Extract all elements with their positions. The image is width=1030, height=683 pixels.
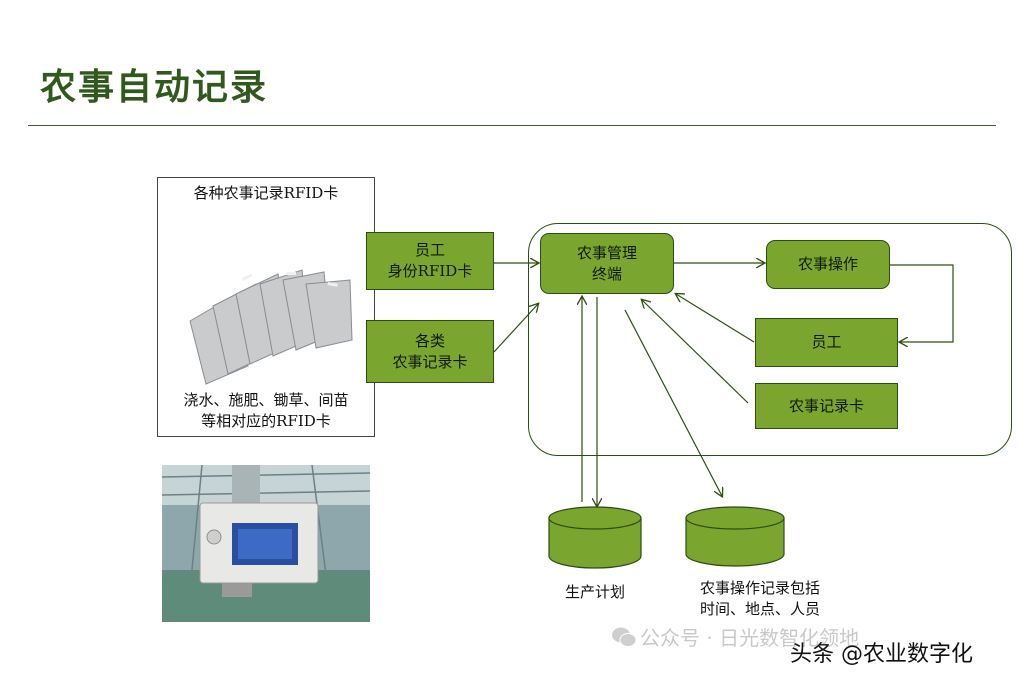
production-plan-label: 生产计划 [564, 583, 625, 601]
production-plan-database-icon [548, 506, 642, 569]
watermark-channel: 公众号 · 日光数智化领地 [640, 626, 860, 650]
employee-rfid-card-box: 员工 身份RFID卡 [366, 232, 494, 290]
arrow-operation-to-employee [890, 264, 954, 342]
farm-operation-box: 农事操作 [766, 240, 890, 289]
rfid-panel-header: 各种农事记录RFID卡 [193, 184, 339, 202]
watermark-source: 头条 @农业数字化 [790, 642, 973, 667]
arrow-employee-to-terminal-2 [676, 294, 755, 343]
operation-records-database-icon [685, 506, 785, 567]
rfid-card-panel: 各种农事记录RFID卡 浇水、施肥、锄草、间苗 等相对应的RFID卡 [157, 177, 375, 437]
arrow-recordcard-to-terminal [642, 300, 749, 404]
arrow-terminal-to-records [624, 309, 722, 496]
farm-record-card-box: 农事记录卡 [755, 383, 898, 429]
rfid-panel-footer-line1: 浇水、施肥、锄草、间苗 [183, 391, 349, 409]
farm-record-cards-box: 各类 农事记录卡 [366, 320, 494, 383]
page-title: 农事自动记录 [40, 66, 269, 108]
terminal-photo [162, 465, 370, 622]
system-boundary [528, 223, 1012, 456]
employee-box: 员工 [755, 318, 898, 367]
rfid-panel-footer-line2: 等相对应的RFID卡 [201, 412, 331, 430]
title-divider [28, 125, 996, 126]
wechat-icon [612, 627, 637, 647]
farm-management-terminal-box: 农事管理 终端 [540, 233, 674, 294]
rfid-cards-image [189, 269, 353, 385]
operation-records-label: 农事操作记录包括 时间、地点、人员 [699, 579, 820, 618]
arrow-records-to-terminal [493, 304, 538, 353]
